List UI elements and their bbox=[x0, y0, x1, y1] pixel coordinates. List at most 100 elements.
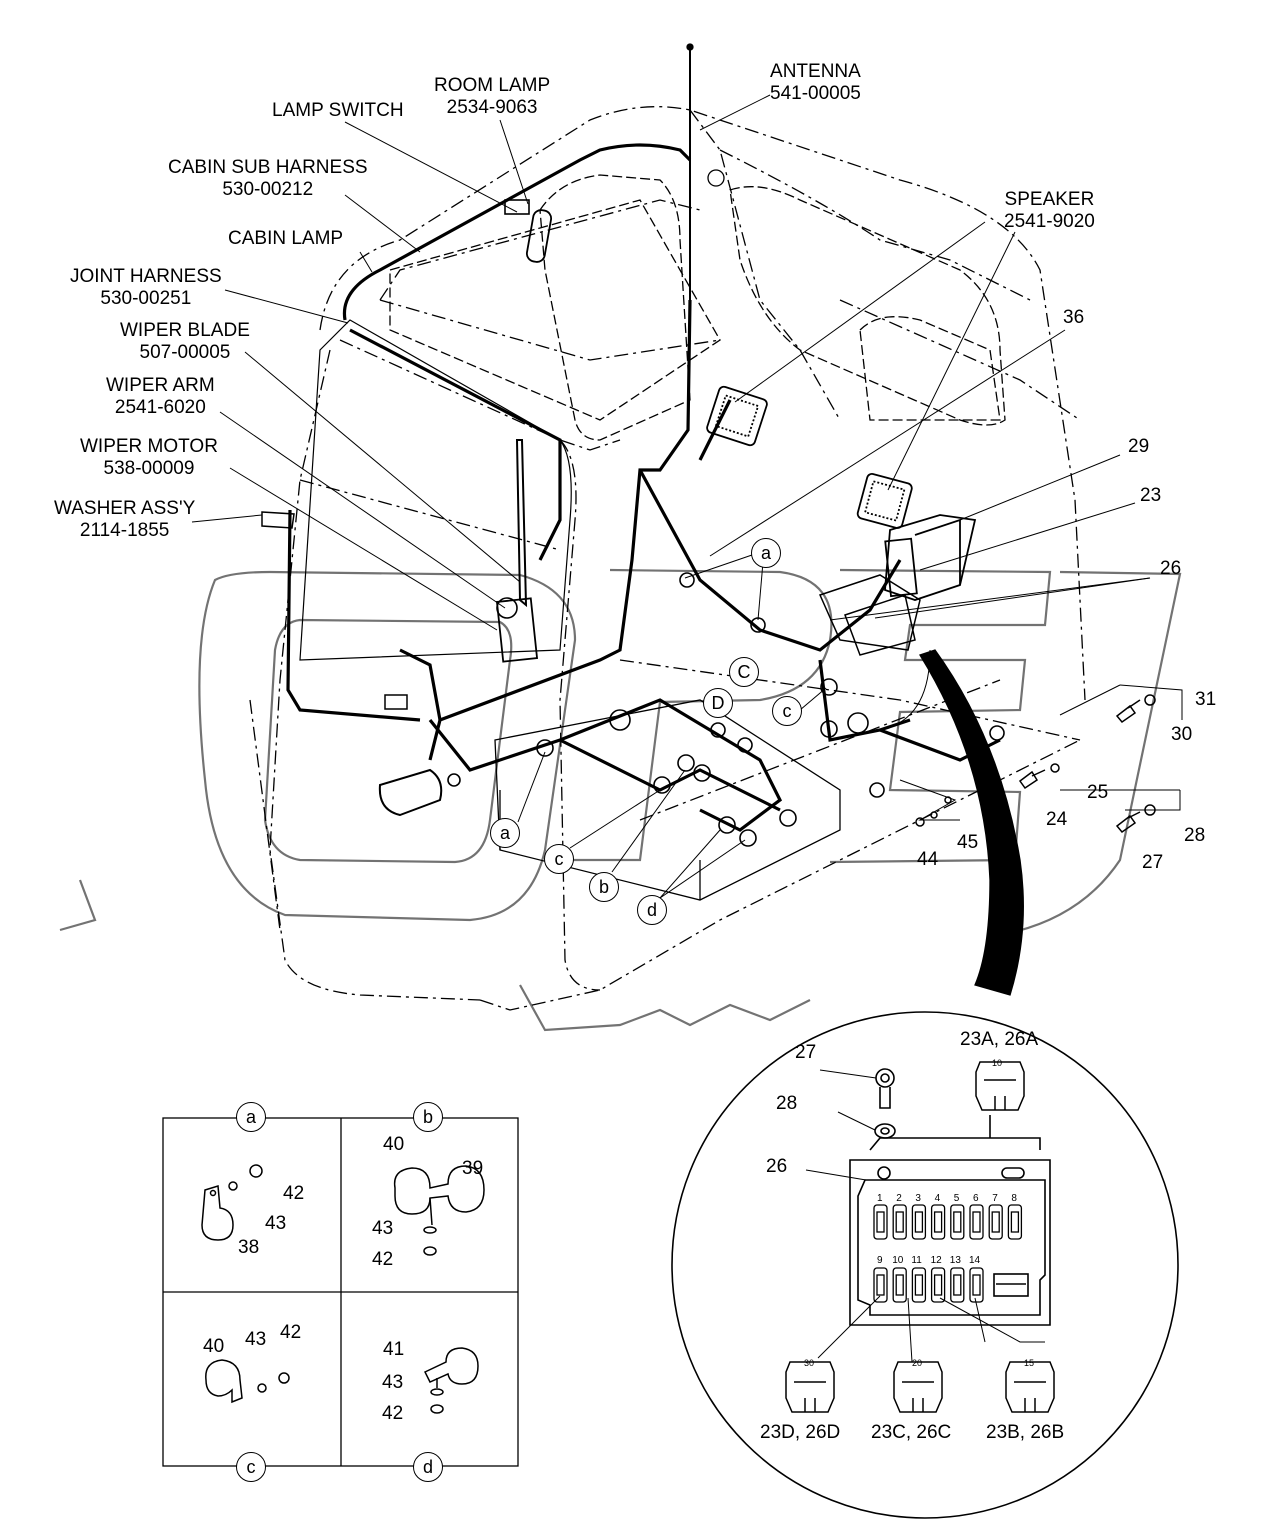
fuse-detail-27: 27 bbox=[795, 1042, 817, 1063]
fuse-slot-number: 12 bbox=[930, 1255, 942, 1266]
label-cabin-lamp: CABIN LAMP bbox=[228, 228, 343, 250]
detail-c-43: 43 bbox=[245, 1329, 267, 1350]
detail-a-42: 42 bbox=[283, 1183, 305, 1204]
item-26: 26 bbox=[1160, 558, 1182, 579]
fuse-slot bbox=[911, 1204, 927, 1240]
fuse-slot-number: 3 bbox=[915, 1193, 921, 1204]
detail-d-42: 42 bbox=[382, 1403, 404, 1424]
detail-c-40: 40 bbox=[203, 1336, 225, 1357]
clamp-drawings bbox=[201, 1164, 485, 1414]
leader-lines bbox=[191, 94, 1183, 899]
fasteners bbox=[915, 694, 1156, 834]
washer-shape bbox=[261, 511, 295, 529]
fuse-slot bbox=[911, 1267, 927, 1303]
label-joint-harness: JOINT HARNESS 530-00251 bbox=[70, 266, 222, 310]
joint-harness-part: 530-00251 bbox=[100, 288, 192, 309]
wiper-blade-shape bbox=[515, 439, 528, 608]
clamp-detail-grid bbox=[162, 1117, 519, 1467]
washer-part: 2114-1855 bbox=[79, 520, 170, 541]
fuse-rating-b: 15 bbox=[1024, 1358, 1035, 1368]
detail-c-42: 42 bbox=[280, 1322, 302, 1343]
fuse-slot-inner bbox=[1010, 1211, 1020, 1233]
detail-tag-c: c bbox=[236, 1452, 266, 1482]
label-speaker: SPEAKER 2541-9020 bbox=[1004, 189, 1095, 233]
ref-circle-d: d bbox=[637, 895, 667, 925]
item-45: 45 bbox=[957, 832, 979, 853]
detail-tag-d: d bbox=[413, 1452, 443, 1482]
lamp-switch-name: LAMP SWITCH bbox=[272, 100, 404, 121]
fuse-slot-inner bbox=[972, 1274, 981, 1296]
detail-arrow bbox=[919, 649, 1024, 996]
fuse-slot-number: 6 bbox=[973, 1193, 979, 1204]
item-31: 31 bbox=[1195, 689, 1217, 710]
fuse-slot-inner bbox=[895, 1211, 904, 1233]
fuse-slot-number: 1 bbox=[877, 1193, 883, 1204]
antenna-name: ANTENNA bbox=[770, 61, 861, 82]
fuse-slot-inner bbox=[876, 1274, 885, 1296]
fuse-slot-number: 2 bbox=[896, 1193, 902, 1204]
fuse-slot bbox=[950, 1204, 965, 1240]
fuse-slot-inner bbox=[933, 1211, 943, 1233]
fuse-slot bbox=[873, 1267, 888, 1303]
item-30: 30 bbox=[1171, 724, 1193, 745]
fuse-detail-circle bbox=[671, 1011, 1179, 1519]
fuse-slot-number: 8 bbox=[1011, 1193, 1017, 1204]
detail-a-38: 38 bbox=[238, 1237, 260, 1258]
antenna-part: 541-00005 bbox=[770, 83, 861, 104]
item-27: 27 bbox=[1142, 852, 1164, 873]
item-29: 29 bbox=[1128, 436, 1150, 457]
fuse-slot-inner bbox=[953, 1274, 962, 1296]
fuse-rating-c: 20 bbox=[912, 1358, 923, 1368]
label-antenna: ANTENNA 541-00005 bbox=[770, 61, 861, 105]
fuse-slot-inner bbox=[895, 1274, 904, 1296]
detail-b-40: 40 bbox=[383, 1134, 405, 1155]
ref-circle-b: b bbox=[589, 872, 619, 902]
detail-d-41: 41 bbox=[383, 1339, 405, 1360]
item-44: 44 bbox=[917, 849, 939, 870]
detail-b-39: 39 bbox=[462, 1158, 484, 1179]
fuse-slot-inner bbox=[953, 1211, 962, 1233]
item-36: 36 bbox=[1063, 307, 1085, 328]
cabin-sub-harness-part: 530-00212 bbox=[222, 179, 314, 200]
wiper-motor-part: 538-00009 bbox=[103, 458, 195, 479]
wiper-arm-name: WIPER ARM bbox=[106, 375, 215, 396]
cabin-lamp-name: CABIN LAMP bbox=[228, 228, 344, 249]
fuse-slot-inner bbox=[991, 1211, 1000, 1233]
detail-tag-b: b bbox=[413, 1102, 443, 1132]
label-washer: WASHER ASS'Y 2114-1855 bbox=[54, 498, 195, 542]
fuse-label-a: 23A, 26A bbox=[960, 1029, 1039, 1050]
joint-harness-name: JOINT HARNESS bbox=[70, 266, 222, 287]
fuse-slot-number: 10 bbox=[892, 1255, 904, 1266]
ref-circle-c-lower: c bbox=[544, 844, 574, 874]
ref-circle-c-right: c bbox=[772, 696, 802, 726]
fuse-slots-top bbox=[873, 1204, 1023, 1240]
fuse-label-d: 23D, 26D bbox=[760, 1422, 841, 1443]
label-room-lamp: ROOM LAMP 2534-9063 bbox=[434, 75, 550, 119]
fuse-slot bbox=[892, 1204, 907, 1240]
wiper-motor-name: WIPER MOTOR bbox=[80, 436, 218, 457]
wiper-arm-part: 2541-6020 bbox=[114, 397, 206, 418]
fuse-slots-bottom bbox=[873, 1267, 984, 1303]
fuse-slot-inner bbox=[914, 1274, 924, 1296]
fuse-label-b: 23B, 26B bbox=[986, 1422, 1065, 1443]
fuse-slot-number: 14 bbox=[969, 1255, 981, 1266]
room-lamp-part: 2534-9063 bbox=[446, 97, 538, 118]
fuse-bolt bbox=[874, 1068, 896, 1139]
fuse-slot-inner bbox=[914, 1211, 924, 1233]
fuse-slot bbox=[1007, 1204, 1023, 1240]
fuse-slot bbox=[969, 1204, 984, 1240]
detail-tag-a: a bbox=[236, 1102, 266, 1132]
fuse-slot-number: 5 bbox=[953, 1193, 960, 1204]
room-lamp-name: ROOM LAMP bbox=[434, 75, 551, 96]
item-28: 28 bbox=[1184, 825, 1206, 846]
speaker-shapes bbox=[706, 385, 913, 529]
fuse-slot-inner bbox=[972, 1211, 981, 1233]
fuse-leaders bbox=[805, 1069, 1045, 1363]
fuse-slot bbox=[950, 1267, 965, 1303]
washer-name: WASHER ASS'Y bbox=[54, 498, 196, 519]
cabin-windows bbox=[389, 174, 1006, 441]
fuse-slot bbox=[969, 1267, 984, 1303]
item-25: 25 bbox=[1087, 782, 1109, 803]
